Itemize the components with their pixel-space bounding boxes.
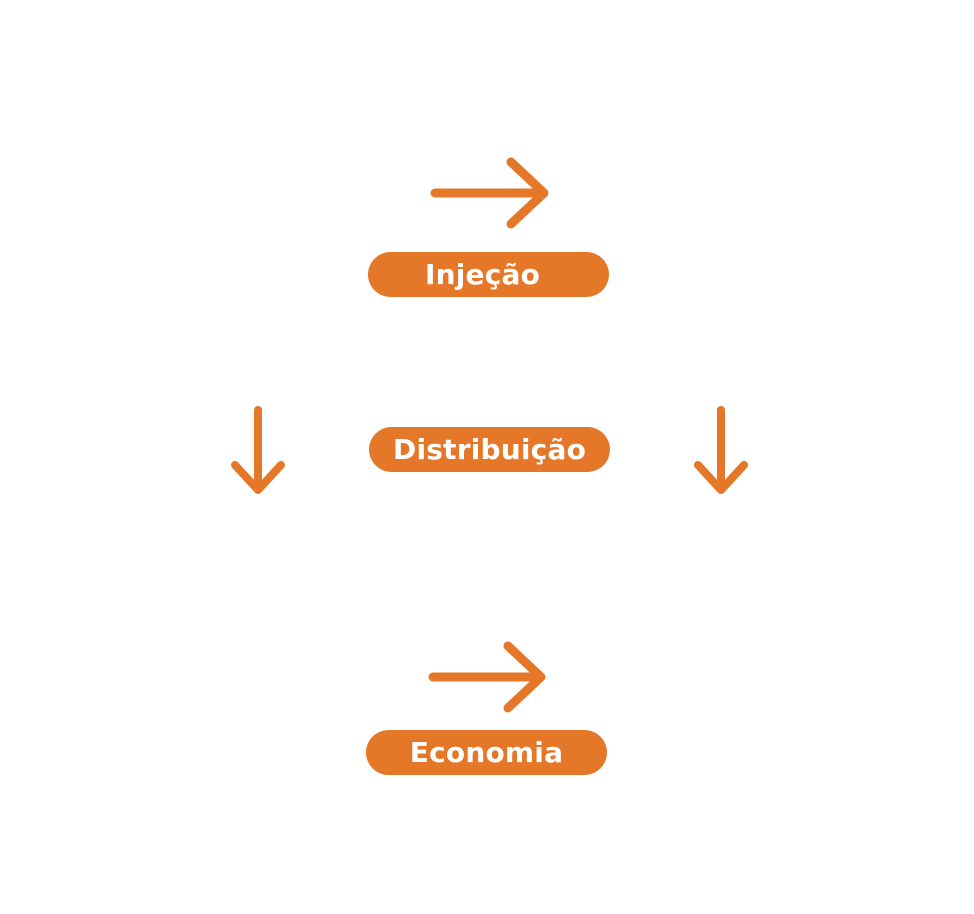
node-economia-label: Economia <box>409 736 564 769</box>
arrow-right-icon-bottom <box>428 641 546 713</box>
node-injecao-label: Injeção <box>424 258 541 291</box>
node-distribuicao-label: Distribuição <box>393 433 586 466</box>
arrow-down-icon-left <box>231 406 285 494</box>
arrow-right-icon-top <box>430 157 549 229</box>
node-economia: Economia <box>366 730 607 775</box>
node-distribuicao: Distribuição <box>369 427 610 472</box>
arrow-down-icon-right <box>694 406 748 494</box>
node-injecao: Injeção <box>368 252 609 297</box>
